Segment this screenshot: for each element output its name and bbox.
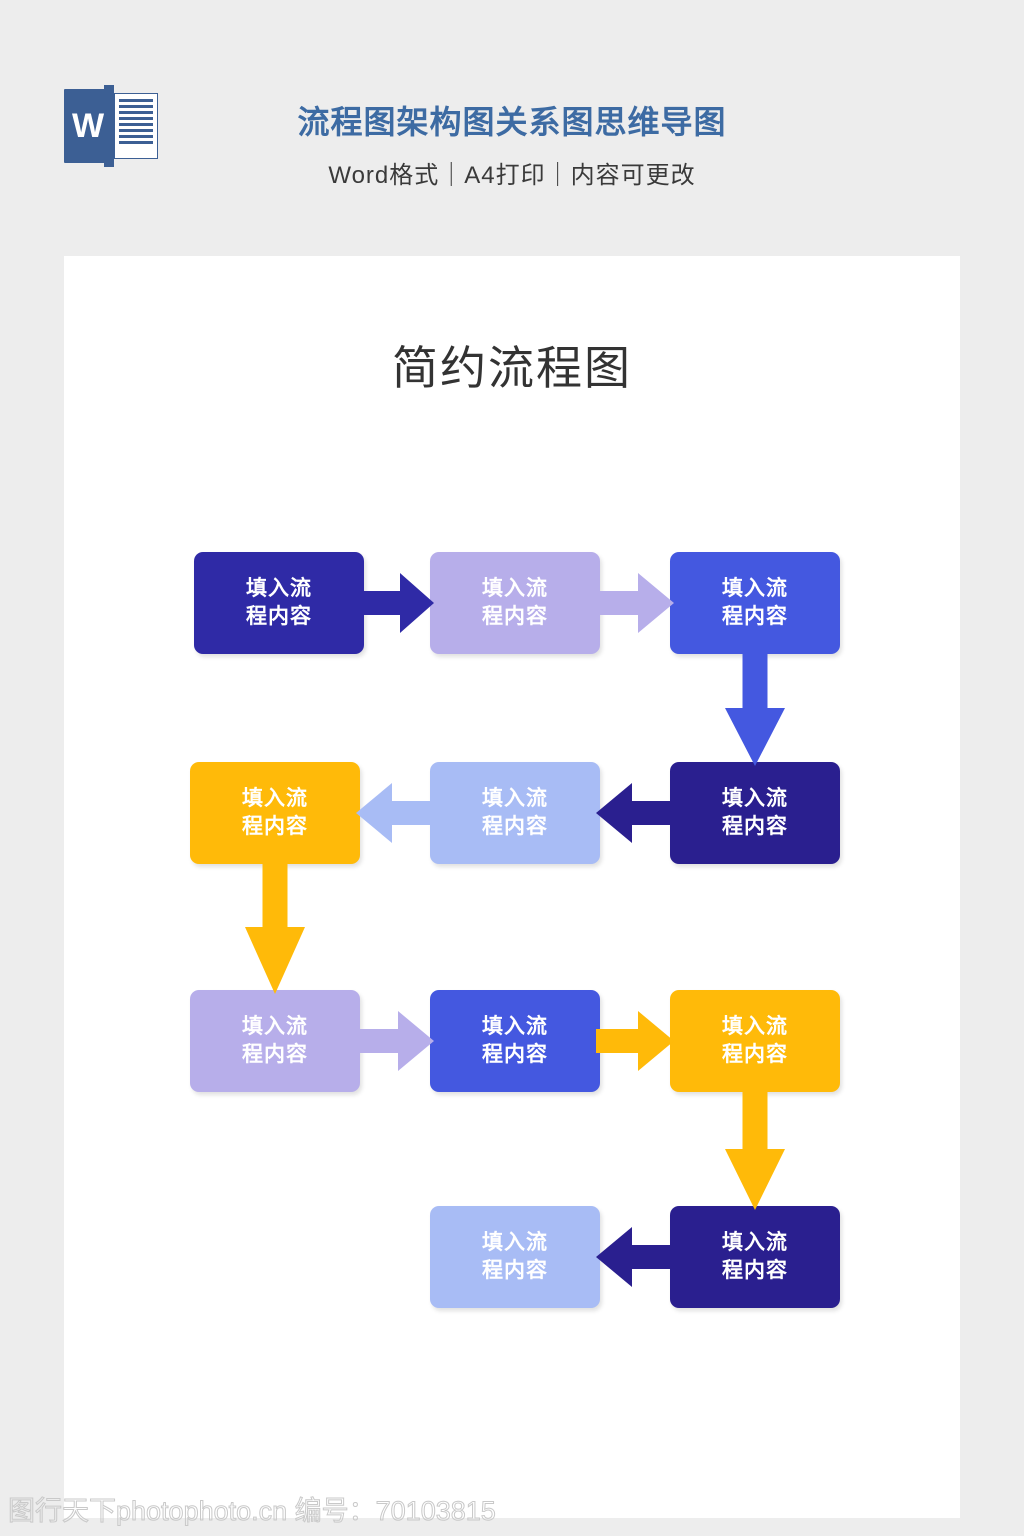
flow-node[interactable]: 填入流 程内容 bbox=[190, 762, 360, 864]
flow-arrow-right bbox=[596, 573, 674, 633]
flow-arrow-down bbox=[725, 1088, 785, 1210]
flow-node-label: 填入流 程内容 bbox=[482, 1015, 548, 1066]
word-logo-block bbox=[64, 89, 112, 163]
header-banner: W 流程图架构图关系图思维导图 Word格式｜A4打印｜内容可更改 bbox=[0, 0, 1024, 256]
flow-node-label: 填入流 程内容 bbox=[722, 1015, 788, 1066]
flow-node-label: 填入流 程内容 bbox=[482, 787, 548, 838]
flow-arrow-down bbox=[245, 860, 305, 994]
word-logo-icon: W bbox=[64, 85, 162, 167]
flow-node-label: 填入流 程内容 bbox=[722, 1231, 788, 1282]
flow-node[interactable]: 填入流 程内容 bbox=[194, 552, 364, 654]
flow-node[interactable]: 填入流 程内容 bbox=[430, 990, 600, 1092]
watermark-text: 图行天下photophoto.cn 编号：70103815 bbox=[8, 1496, 497, 1527]
flow-node-label: 填入流 程内容 bbox=[246, 577, 312, 628]
page-title: 简约流程图 bbox=[392, 342, 632, 394]
flow-node[interactable]: 填入流 程内容 bbox=[430, 552, 600, 654]
flow-node[interactable]: 填入流 程内容 bbox=[430, 762, 600, 864]
flow-node[interactable]: 填入流 程内容 bbox=[430, 1206, 600, 1308]
flow-node[interactable]: 填入流 程内容 bbox=[670, 1206, 840, 1308]
flow-node-label: 填入流 程内容 bbox=[242, 1015, 308, 1066]
flow-node[interactable]: 填入流 程内容 bbox=[670, 762, 840, 864]
document-page: 简约流程图 填入流 程内容填入流 程内容填入流 程内容填入流 程内容填入流 程内… bbox=[64, 256, 960, 1518]
flow-node-label: 填入流 程内容 bbox=[722, 577, 788, 628]
flow-arrow-down bbox=[725, 650, 785, 766]
flow-node[interactable]: 填入流 程内容 bbox=[670, 990, 840, 1092]
flow-node[interactable]: 填入流 程内容 bbox=[190, 990, 360, 1092]
flow-arrow-left bbox=[596, 783, 674, 843]
flow-node-label: 填入流 程内容 bbox=[242, 787, 308, 838]
banner-subtitle: Word格式｜A4打印｜内容可更改 bbox=[328, 162, 696, 189]
flow-node-label: 填入流 程内容 bbox=[722, 787, 788, 838]
flow-node-label: 填入流 程内容 bbox=[482, 1231, 548, 1282]
flow-arrow-left bbox=[596, 1227, 674, 1287]
word-logo-letter: W bbox=[71, 107, 105, 145]
flow-arrow-right bbox=[596, 1011, 674, 1071]
flowchart-canvas: 填入流 程内容填入流 程内容填入流 程内容填入流 程内容填入流 程内容填入流 程… bbox=[64, 256, 960, 1518]
banner-title: 流程图架构图关系图思维导图 bbox=[297, 104, 727, 140]
flow-node[interactable]: 填入流 程内容 bbox=[670, 552, 840, 654]
flow-node-label: 填入流 程内容 bbox=[482, 577, 548, 628]
flow-arrow-right bbox=[360, 573, 434, 633]
word-logo-page bbox=[114, 93, 158, 159]
flow-arrow-right bbox=[356, 1011, 434, 1071]
flow-arrow-left bbox=[356, 783, 434, 843]
